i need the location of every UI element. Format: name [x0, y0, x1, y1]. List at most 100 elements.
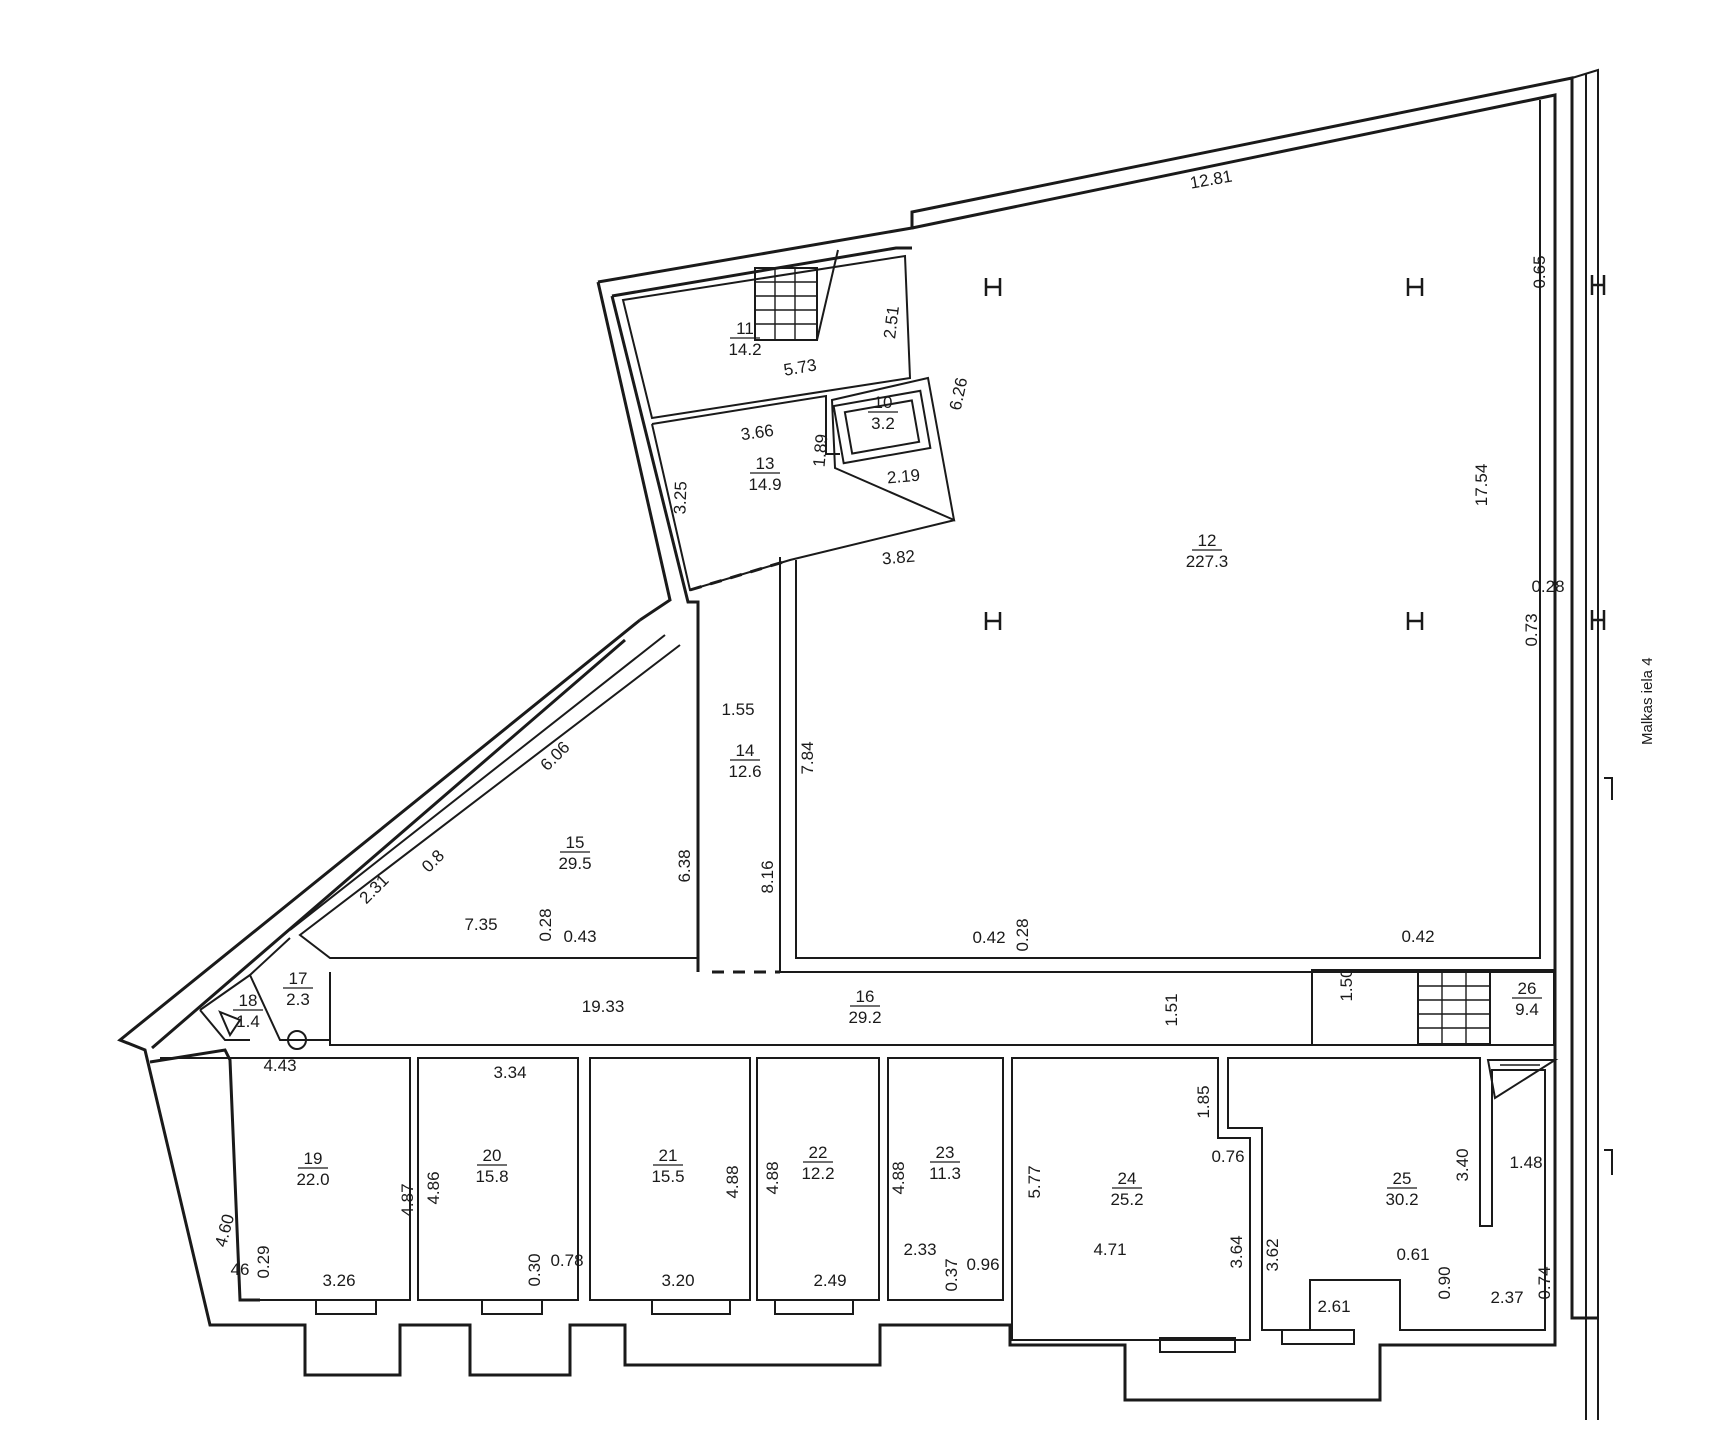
dimension-label: 3.64 [1227, 1235, 1246, 1268]
room-label-21: 21 15.5 [651, 1146, 684, 1186]
room-number: 21 [659, 1146, 678, 1165]
dimension-label: 0.28 [536, 908, 555, 941]
dimension-label: 5.77 [1025, 1165, 1044, 1198]
dimension-label: 1.85 [1194, 1085, 1213, 1118]
room-number: 17 [289, 969, 308, 988]
dimension-label: 0.42 [1401, 927, 1434, 946]
room-number: 11 [736, 319, 754, 338]
dimension-label: 0.43 [563, 927, 596, 946]
room-area: 12.6 [728, 762, 761, 781]
dimension-label: 6.06 [537, 738, 574, 775]
dimension-label: 6.26 [946, 376, 971, 412]
column-marks [984, 278, 1424, 630]
room-label-15: 15 29.5 [558, 833, 591, 873]
lower-rooms [160, 1057, 1546, 1353]
room-number: 12 [1198, 531, 1217, 550]
room-area: 15.5 [651, 1167, 684, 1186]
dimension-label: 1.89 [810, 433, 832, 468]
dimension-label: 2.31 [356, 871, 393, 908]
dimension-label: 3.20 [661, 1271, 694, 1290]
dimension-label: 0.65 [1530, 255, 1549, 288]
dimension-label: 0.28 [1531, 577, 1564, 596]
room-area: 3.2 [871, 414, 895, 433]
dimension-label: 3.34 [493, 1063, 526, 1082]
corridor-14-room-15 [289, 602, 780, 974]
dimension-label: 0.96 [966, 1255, 999, 1274]
dimension-label: 4.43 [263, 1056, 296, 1075]
stairs-11 [754, 249, 839, 341]
dimension-label: 3.25 [670, 481, 690, 515]
room-area: 1.4 [236, 1012, 260, 1031]
street-label: Malkas iela 4 [1639, 657, 1656, 745]
room-label-10: 103.2 [868, 393, 898, 433]
room-area: 227.3 [1186, 552, 1229, 571]
dimension-label: 5.73 [782, 355, 818, 379]
room-label-18: 181.4 [233, 991, 263, 1031]
room-number: 20 [483, 1146, 502, 1165]
room-area: 14.2 [728, 340, 761, 359]
dimension-label: 4.88 [723, 1165, 742, 1198]
room-label-11: 11 14.2 [728, 319, 761, 359]
room-area: 11.3 [929, 1164, 961, 1183]
dimension-label: 4.88 [763, 1161, 782, 1194]
dimension-label: 4.87 [398, 1183, 417, 1216]
corridor-16 [199, 937, 1313, 1050]
room-number: 24 [1118, 1169, 1137, 1188]
dimension-label: 1.55 [721, 700, 754, 719]
dimension-label: 4.71 [1093, 1240, 1126, 1259]
dimension-label: 2.49 [813, 1271, 846, 1290]
room-number: 15 [566, 833, 585, 852]
room-label-13: 13 14.9 [748, 454, 781, 494]
room-area: 30.2 [1385, 1190, 1418, 1209]
dimension-label: 4.60 [211, 1212, 238, 1249]
room-label-26: 269.4 [1512, 979, 1542, 1019]
dimension-label: 1.50 [1337, 968, 1356, 1001]
room-area: 29.2 [848, 1008, 881, 1027]
dimension-label: 0.78 [550, 1251, 583, 1270]
dimension-label: 3.40 [1453, 1148, 1472, 1181]
room-number: 13 [756, 454, 775, 473]
dimension-label: 6.38 [675, 849, 694, 882]
dimension-label: 7.35 [464, 915, 497, 934]
outer-walls [117, 68, 1599, 1420]
room-label-24: 24 25.2 [1110, 1169, 1143, 1209]
dimension-label: 0.76 [1211, 1147, 1244, 1166]
room-number: 18 [239, 991, 258, 1010]
dimension-label: 7.84 [798, 741, 817, 774]
dimension-label: 0.90 [1435, 1266, 1454, 1299]
room-number: 22 [809, 1143, 828, 1162]
room-number: 19 [304, 1149, 323, 1168]
room-number: 16 [856, 987, 875, 1006]
room-area: 25.2 [1110, 1190, 1143, 1209]
room-area: 29.5 [558, 854, 591, 873]
room-label-19: 19 22.0 [296, 1149, 329, 1189]
dimension-label: 0.30 [525, 1253, 544, 1286]
dimension-label: 8.16 [758, 860, 777, 893]
room-area: 22.0 [296, 1170, 329, 1189]
room-area: 14.9 [748, 475, 781, 494]
room-area: 9.4 [1515, 1000, 1539, 1019]
room-labels: 1114.2103.21314.912227.31412.61529.51629… [233, 319, 1542, 1209]
dimension-label: 1.48 [1509, 1153, 1542, 1172]
room-area: 12.2 [801, 1164, 834, 1183]
dimension-label: 2.33 [903, 1240, 936, 1259]
room-label-22: 22 12.2 [801, 1143, 834, 1183]
dimension-label: 2.61 [1317, 1297, 1350, 1316]
room-number: 25 [1393, 1169, 1412, 1188]
dimension-label: 0.42 [972, 928, 1005, 947]
dimension-label: 1.51 [1162, 993, 1181, 1026]
dimension-label: 4.88 [889, 1161, 908, 1194]
dimension-label: 4.86 [424, 1171, 443, 1204]
room-label-16: 16 29.2 [848, 987, 881, 1027]
dimension-label: 2.51 [880, 305, 903, 340]
upper-wing [621, 249, 956, 592]
room-label-12: 12 227.3 [1186, 531, 1229, 571]
dimension-label: 3.26 [322, 1271, 355, 1290]
dimension-label: 3.82 [881, 547, 916, 569]
room-label-17: 172.3 [283, 969, 313, 1009]
room-number: 10 [874, 393, 893, 412]
